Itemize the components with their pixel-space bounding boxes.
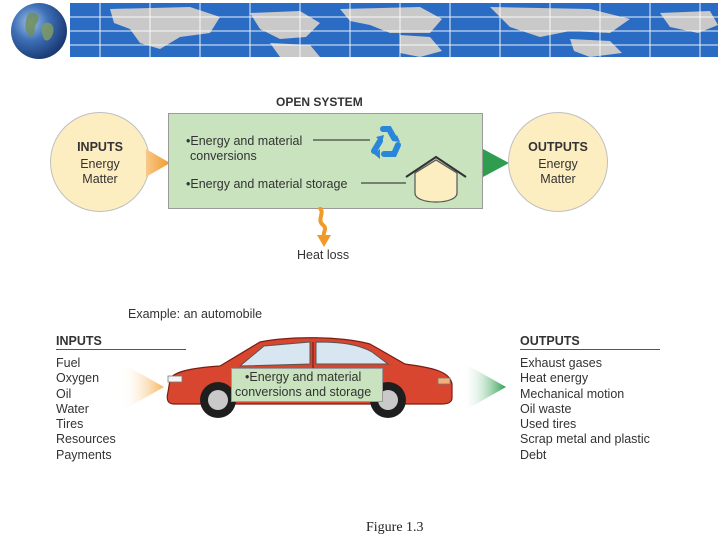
globe-continents — [25, 12, 54, 41]
list-item: Heat energy — [520, 371, 589, 386]
open-system-title: OPEN SYSTEM — [276, 95, 363, 109]
world-map-graphic — [70, 3, 718, 57]
car-inputs-list: Fuel Oxygen Oil Water Tires Resources Pa… — [56, 356, 116, 463]
outputs-energy: Energy — [538, 157, 578, 171]
list-item: Oil — [56, 386, 72, 401]
figure-caption: Figure 1.3 — [366, 520, 424, 535]
car-outputs-rule — [520, 349, 660, 350]
recycle-icon — [371, 126, 401, 159]
box-line-2: conversions — [190, 149, 257, 163]
inputs-heading: INPUTS — [77, 140, 123, 154]
car-box-line-2: conversions and storage — [235, 385, 372, 399]
list-item: Exhaust gases — [520, 356, 602, 370]
list-item: Resources — [56, 432, 116, 447]
open-system-connectors — [313, 139, 406, 184]
output-arrow-icon — [483, 149, 509, 177]
list-item: Mechanical motion — [520, 386, 625, 401]
list-item: Payments — [56, 447, 112, 462]
car-box-line-1: •Energy and material — [245, 370, 362, 384]
box-line-3: •Energy and material storage — [186, 177, 348, 191]
list-item: Debt — [520, 447, 547, 462]
globe-icon — [8, 0, 70, 62]
list-item: Fuel — [56, 356, 81, 370]
outputs-heading: OUTPUTS — [528, 140, 588, 154]
globe-sphere — [11, 3, 67, 59]
car-input-arrow-icon — [120, 362, 164, 412]
inputs-energy: Energy — [80, 157, 120, 171]
list-item: Tires — [56, 417, 84, 432]
list-item: Used tires — [520, 417, 577, 432]
car-outputs-list: Exhaust gases Heat energy Mechanical mot… — [520, 356, 650, 463]
box-line-1: •Energy and material — [186, 134, 303, 148]
outputs-matter: Matter — [540, 172, 576, 186]
storage-house-icon — [405, 155, 467, 203]
heat-loss-arrow-icon — [317, 207, 331, 247]
car-inputs-rule — [56, 349, 186, 350]
example-label: Example: an automobile — [128, 307, 263, 321]
list-item: Scrap metal and plastic — [520, 432, 650, 447]
inputs-matter: Matter — [82, 172, 118, 186]
car-inputs-heading: INPUTS — [56, 334, 102, 348]
outputs-circle: OUTPUTS Energy Matter — [508, 112, 608, 212]
world-map-banner — [70, 3, 718, 57]
car-output-arrow-icon — [462, 362, 506, 412]
list-item: Water — [56, 401, 89, 416]
list-item: Oil waste — [520, 401, 572, 416]
list-item: Oxygen — [56, 371, 100, 386]
car-outputs-heading: OUTPUTS — [520, 334, 580, 348]
input-arrow-icon — [146, 149, 170, 177]
car-conversion-box: •Energy and material conversions and sto… — [231, 368, 383, 402]
inputs-circle: INPUTS Energy Matter — [50, 112, 150, 212]
heat-loss-label: Heat loss — [297, 248, 350, 262]
